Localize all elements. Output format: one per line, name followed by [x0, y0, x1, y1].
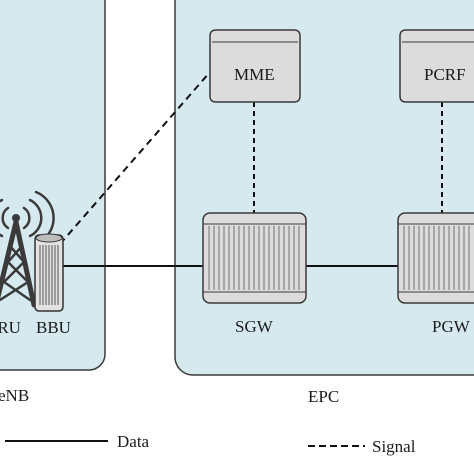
epc-region-label: EPC: [308, 387, 340, 406]
pgw-label: PGW: [432, 317, 470, 336]
sgw-label: SGW: [235, 317, 273, 336]
antenna-tower-icon: [0, 190, 55, 308]
bbu-rack-icon: [34, 233, 64, 312]
pgw-node: [397, 212, 474, 304]
rru-label: RRU: [0, 318, 21, 337]
link-bbu-mme: [59, 71, 211, 245]
enb-region: [0, 0, 106, 371]
legend-signal-label: Signal: [372, 437, 416, 456]
bbu-label: BBU: [36, 318, 71, 337]
enb-region-label: eNB: [0, 386, 30, 405]
pcrf-label: PCRF: [424, 65, 466, 84]
mme-label: MME: [234, 65, 275, 84]
mme-node: [209, 29, 301, 103]
sgw-node: [202, 212, 307, 304]
legend-data-label: Data: [117, 432, 150, 451]
pcrf-node: [399, 29, 474, 103]
